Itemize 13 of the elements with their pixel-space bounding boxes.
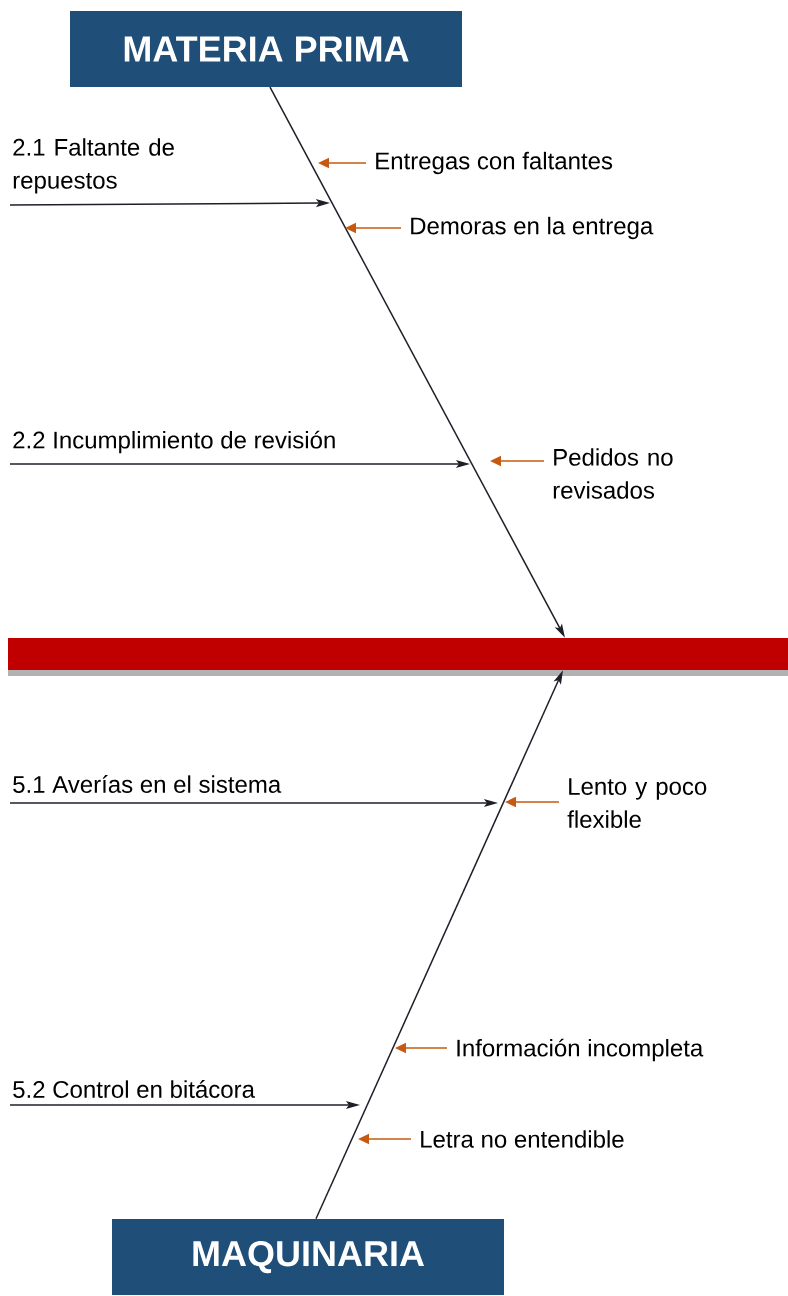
cause-label: Entregas con faltantes — [376, 151, 613, 175]
cause-label: 5.1 Averías en el sistema — [13, 775, 282, 793]
cause-label: Información incompleta — [457, 1038, 704, 1062]
cause-label: Lento y poco flexible — [567, 778, 707, 828]
header-box: MATERIA PRIMA — [70, 11, 462, 87]
cause-label: 2.1 Faltante de repuestos — [13, 138, 174, 194]
cause-label: 2.2 Incumplimiento de revisión — [13, 430, 335, 454]
cause-label: Letra no entendible — [421, 1130, 624, 1148]
header-box: MAQUINARIA — [112, 1219, 504, 1295]
cause-label: Demoras en la entrega — [411, 216, 654, 240]
spine-bar — [8, 638, 788, 676]
cause-label: 5.2 Control en bitácora — [13, 1080, 255, 1098]
cause-label: Pedidos no revisados — [553, 448, 673, 499]
